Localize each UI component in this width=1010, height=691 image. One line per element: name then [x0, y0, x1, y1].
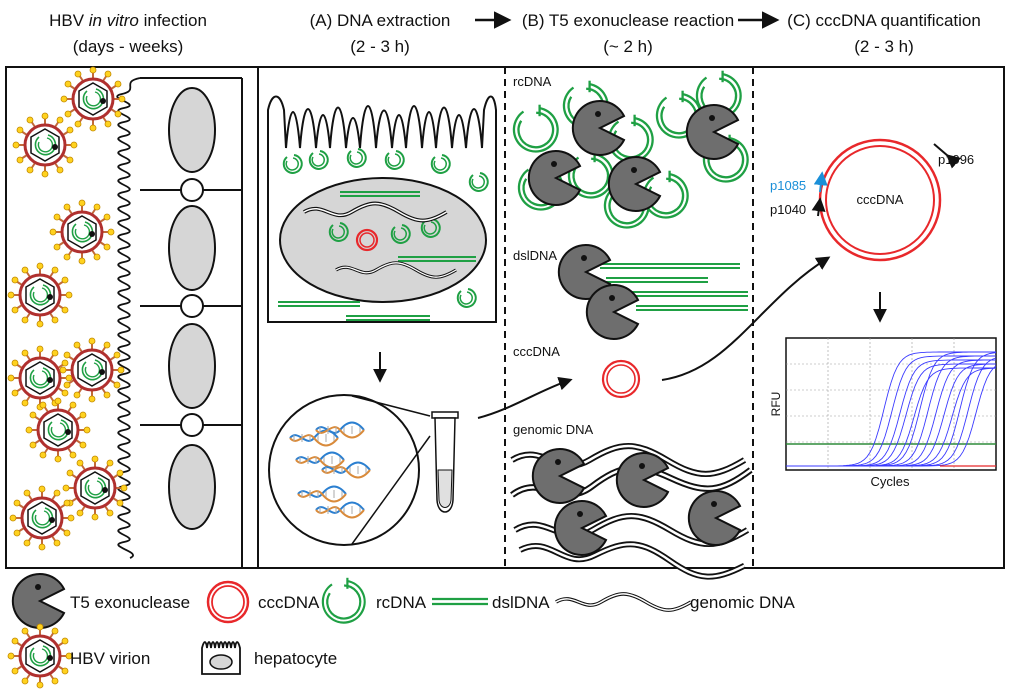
primer-p1040-arrow [811, 197, 826, 217]
hepatocyte-nucleus [168, 444, 216, 530]
svg-text:HBV in vitro infection: HBV in vitro infection [49, 11, 207, 30]
legend-genomic-icon [554, 592, 693, 612]
header-exonuclease: (B) T5 exonuclease reaction (~ 2 h) [522, 11, 734, 56]
panel-extraction [267, 95, 573, 546]
zoom-lens [268, 394, 420, 546]
primer-p1085-arrow [813, 171, 828, 193]
hbv-virion [59, 65, 127, 133]
legend-cccdna-label: cccDNA [258, 593, 320, 612]
cccdna-survivor [601, 359, 641, 399]
cccdna-to-quant-arrow [661, 256, 831, 381]
t5-exonuclease [607, 156, 661, 212]
hepatocyte-nucleus [168, 87, 216, 173]
panel-infection [6, 65, 243, 568]
hepatocyte-nucleus [168, 205, 216, 291]
nucleus-extraction [279, 177, 487, 303]
svg-text:(days - weeks): (days - weeks) [73, 37, 184, 56]
legend-virion-icon [6, 622, 74, 690]
header-extraction: (A) DNA extraction (2 - 3 h) [310, 11, 451, 56]
legend-hepatocyte-label: hepatocyte [254, 649, 337, 668]
svg-text:(B) T5 exonuclease reaction: (B) T5 exonuclease reaction [522, 11, 734, 30]
t5-exonuclease [687, 490, 741, 546]
hepatocyte-nucleus [168, 323, 216, 409]
hbv-virion [61, 454, 129, 522]
primer-p1085-label: p1085 [770, 178, 806, 193]
extraction-tube [431, 411, 459, 513]
dsldna-label: dslDNA [513, 248, 557, 263]
legend-dsldna-label: dslDNA [492, 593, 550, 612]
hbv-virion [58, 336, 126, 404]
genomic-dna-label: genomic DNA [513, 422, 594, 437]
rcdna-label: rcDNA [513, 74, 552, 89]
t5-exonuclease [585, 284, 639, 340]
legend-virion-label: HBV virion [70, 649, 150, 668]
primer-p1996-arrow [933, 143, 962, 169]
svg-text:(C) cccDNA quantification: (C) cccDNA quantification [787, 11, 981, 30]
hepatocyte-membrane [116, 77, 141, 559]
legend-cccdna-icon [206, 580, 250, 624]
qpcr-plot: RFU Cycles [769, 337, 997, 489]
t5-exonuclease [531, 448, 585, 504]
t5-exonuclease [571, 100, 625, 156]
hbv-virion [48, 198, 116, 266]
legend-t5-label: T5 exonuclease [70, 593, 190, 612]
header-infection: HBV in vitro infection (days - weeks) [49, 11, 207, 56]
cccdna-in-nucleus [355, 228, 379, 252]
t5-exonuclease [615, 452, 669, 508]
legend-hepatocyte-icon [201, 641, 241, 675]
legend-genomic-label: genomic DNA [690, 593, 796, 612]
legend-rcdna-icon [321, 576, 366, 624]
svg-text:(A) DNA extraction: (A) DNA extraction [310, 11, 451, 30]
hbv-virion [11, 111, 79, 179]
svg-text:(~ 2 h): (~ 2 h) [603, 37, 653, 56]
cccdna-label: cccDNA [513, 344, 560, 359]
qpcr-ylabel: RFU [769, 392, 783, 417]
tube-to-cccdna-arrow [477, 376, 573, 419]
qpcr-curve [786, 365, 997, 467]
svg-text:(2 - 3 h): (2 - 3 h) [350, 37, 410, 56]
qpcr-curves [786, 351, 997, 467]
svg-text:(2 - 3 h): (2 - 3 h) [854, 37, 914, 56]
header-quantification: (C) cccDNA quantification (2 - 3 h) [787, 11, 981, 56]
hbv-virion [8, 484, 76, 552]
legend-t5-icon [11, 573, 65, 629]
primer-p1040-label: p1040 [770, 202, 806, 217]
t5-exonuclease [685, 104, 739, 160]
primer-p1996-label: p1996 [938, 152, 974, 167]
hbv-virion [6, 261, 74, 329]
hbv-virion [6, 344, 74, 412]
panel-quantification: cccDNA p1996 p1085 p1040 RFU Cycles [769, 138, 997, 489]
legend-rcdna-label: rcDNA [376, 593, 427, 612]
panel-exonuclease: rcDNA dslDNA cccDNA genomic DNA [510, 69, 831, 579]
hbv-virion [24, 396, 92, 464]
t5-exonuclease [527, 150, 581, 206]
cccdna-circle-label: cccDNA [857, 192, 904, 207]
qpcr-xlabel: Cycles [870, 474, 910, 489]
legend: T5 exonuclease cccDNA rcDNA dslDNA genom… [6, 573, 796, 690]
